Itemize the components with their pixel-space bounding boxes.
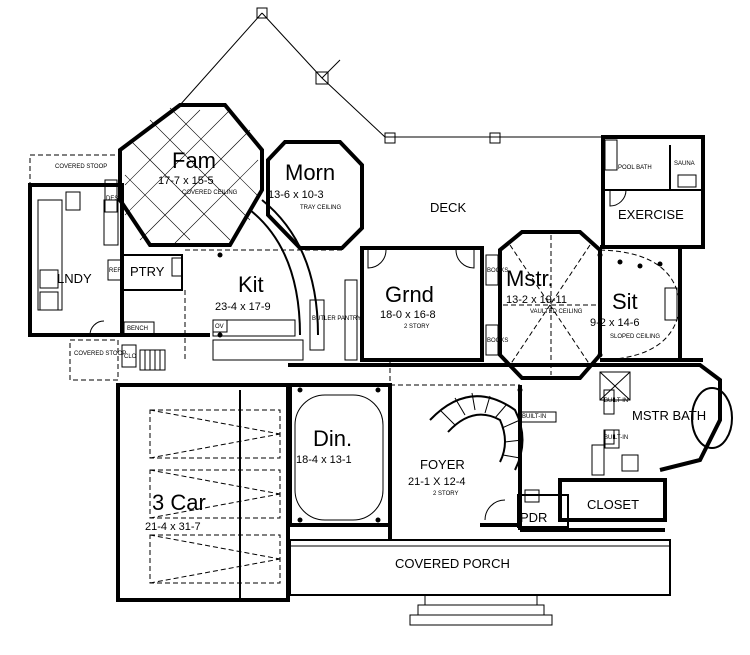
fam-name: Fam xyxy=(172,148,216,173)
grnd-dims: 18-0 x 16-8 xyxy=(380,309,436,321)
din-name: Din. xyxy=(313,426,352,451)
closet: CLOSET xyxy=(558,478,667,522)
exercise-label: EXERCISE xyxy=(618,207,684,222)
sit-note: SLOPED CEILING xyxy=(610,334,660,340)
mstr-note: VAULTED CEILING xyxy=(530,309,583,315)
right-wing xyxy=(600,245,703,362)
columns xyxy=(217,252,663,523)
foyer-name: FOYER xyxy=(420,457,465,472)
morn-room: Morn 13-6 x 10-3 TRAY CEILING xyxy=(266,140,364,250)
morn-note: TRAY CEILING xyxy=(300,205,341,211)
garage: 3 Car 21-4 x 31-7 CLO xyxy=(116,344,290,602)
mstr-name: Mstr. xyxy=(506,266,554,291)
deck-post xyxy=(315,71,329,85)
master-bedroom: BOOKS BOOKS Mstr. 13-2 x 19-11 VAULTED C… xyxy=(485,230,602,380)
books-2: BOOKS xyxy=(487,338,508,344)
exercise-wing: POOL BATH SAUNA EXERCISE xyxy=(601,135,705,249)
kit-dims: 23-4 x 17-9 xyxy=(215,301,271,313)
foyer-note: 2 STORY xyxy=(433,491,458,497)
deck-post xyxy=(256,7,268,19)
sit-name: Sit xyxy=(612,289,638,314)
ov-label: OV xyxy=(215,324,224,330)
covered-porch-label: COVERED PORCH xyxy=(395,556,510,571)
ref-label: REF xyxy=(109,268,121,274)
sauna-label: SAUNA xyxy=(674,161,695,167)
sit-dims: 9-2 x 14-6 xyxy=(590,317,640,329)
fam-room: Fam 17-7 x 15-5 COVERED CEILING xyxy=(118,103,264,247)
butler-pantry-label: BUTLER PANTRY xyxy=(312,316,361,322)
foyer: FOYER 21-1 X 12-4 2 STORY xyxy=(389,360,524,530)
built-in-1: BUILT-IN xyxy=(522,414,546,420)
fam-dims: 17-7 x 15-5 xyxy=(158,175,214,187)
mstr-dims: 13-2 x 19-11 xyxy=(506,294,567,306)
built-in-3: BUILT-IN xyxy=(604,435,628,441)
grnd-name: Grnd xyxy=(385,282,434,307)
deck-outline xyxy=(179,7,603,144)
great-room: Grnd 18-0 x 16-8 2 STORY xyxy=(360,246,484,362)
sitting-room: Sit 9-2 x 14-6 SLOPED CEILING xyxy=(590,249,681,361)
bench-label: BENCH xyxy=(127,326,148,332)
laundry-wing: COVERED STOOP LNDY COVERED STOOP xyxy=(28,154,126,381)
ptry-label: PTRY xyxy=(130,264,165,279)
covered-stoop-left: COVERED STOOP xyxy=(74,351,126,357)
mstr-bath-label-1: MSTR BATH xyxy=(632,408,706,423)
lndy-label: LNDY xyxy=(57,271,92,286)
foyer-dims: 21-1 X 12-4 xyxy=(408,476,465,488)
clo-label: CLO xyxy=(124,354,137,360)
deck-post xyxy=(489,132,501,144)
pool-bath-label: POOL BATH xyxy=(618,165,652,171)
morn-dims: 13-6 x 10-3 xyxy=(268,189,324,201)
covered-porch: COVERED PORCH xyxy=(289,539,671,626)
desk-label: DESK xyxy=(106,196,122,202)
morn-name: Morn xyxy=(285,160,335,185)
car3-name: 3 Car xyxy=(152,490,206,515)
grnd-note: 2 STORY xyxy=(404,324,429,330)
din-dims: 18-4 x 13-1 xyxy=(296,454,352,466)
dining-room: Din. 18-4 x 13-1 xyxy=(288,383,392,527)
car3-dims: 21-4 x 31-7 xyxy=(145,521,201,533)
front-walls xyxy=(288,363,665,540)
closet-label: CLOSET xyxy=(587,497,639,512)
built-in-2: BUILT-IN xyxy=(604,398,628,404)
fam-note: COVERED CEILING xyxy=(182,190,238,196)
deck-post xyxy=(384,132,396,144)
kit-name: Kit xyxy=(238,272,264,297)
pantry: REF PTRY xyxy=(107,254,183,291)
powder-room: PDR BUILT-IN BUILT-IN BUILT-IN xyxy=(517,389,628,528)
books-1: BOOKS xyxy=(487,268,508,274)
kitchen: BENCH OV BUTLER PANTRY Kit 23-4 x 17-9 D… xyxy=(104,179,361,361)
deck-label: DECK xyxy=(430,200,466,215)
master-bath: MSTR BATH xyxy=(591,363,733,476)
covered-stoop-top: COVERED STOOP xyxy=(55,164,107,170)
pdr-label: PDR xyxy=(520,510,547,525)
